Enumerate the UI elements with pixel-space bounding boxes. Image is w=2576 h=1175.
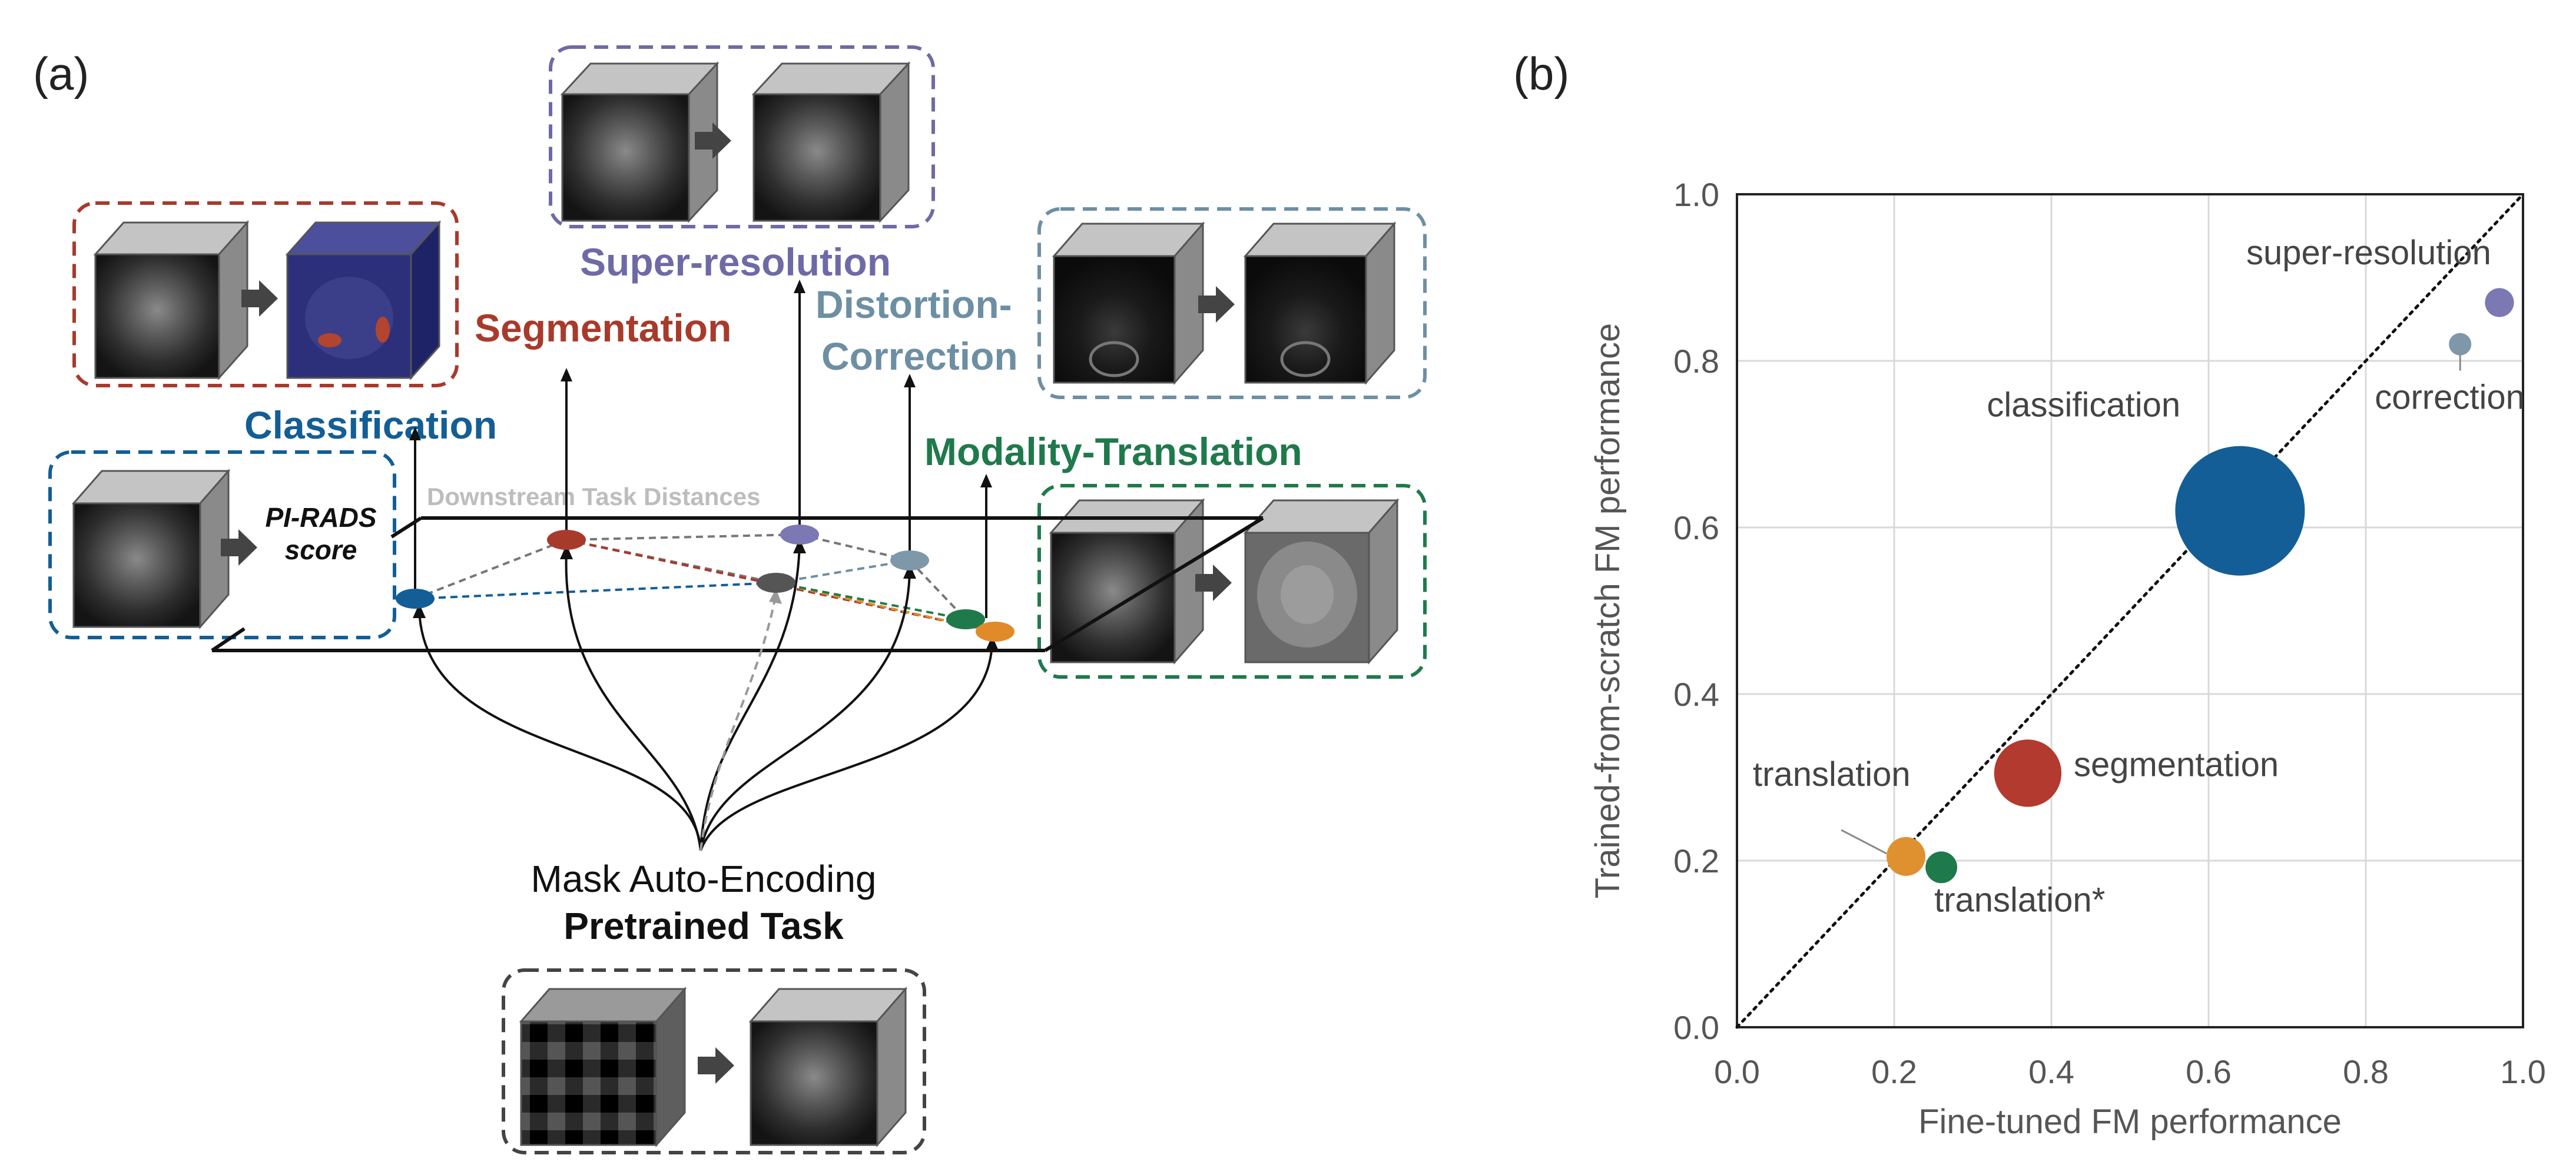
reconstructed-output-cube xyxy=(748,987,908,1147)
node-modality-translation xyxy=(946,609,985,629)
classification-box xyxy=(48,450,396,639)
pretrained-task-line1: Mask Auto-Encoding xyxy=(531,858,877,900)
bubble-correction xyxy=(2449,333,2472,356)
y-tick-label: 0.8 xyxy=(1673,343,1719,380)
pi-rads-label-line1: PI-RADS xyxy=(265,502,376,533)
panel-a-label: (a) xyxy=(33,48,89,99)
super-resolution-arrow-icon xyxy=(695,122,731,159)
y-tick-label: 1.0 xyxy=(1673,176,1719,213)
bubble-label-super-resolution: super-resolution xyxy=(2246,234,2491,272)
x-tick-label: 1.0 xyxy=(2500,1053,2546,1090)
x-tick-label: 0.8 xyxy=(2343,1053,2389,1090)
segmentation-input-cube xyxy=(93,220,250,380)
segmentation-arrow-icon xyxy=(241,280,278,317)
scatter-chart: 0.0 0.2 0.4 0.6 0.8 1.0 0.0 0.2 0.4 0.6 0.8 1.0Fine… xyxy=(1589,176,2546,1141)
modality-output-cube xyxy=(1243,498,1400,665)
classification-label: Classification xyxy=(244,403,497,447)
bubble-segmentation xyxy=(1994,739,2062,807)
bubble-super-resolution xyxy=(2485,288,2514,317)
plot-frame xyxy=(1736,193,2524,1028)
modality-arrow-icon xyxy=(1195,565,1232,601)
node-pretrained-center xyxy=(757,573,795,593)
super-resolution-output-cube xyxy=(751,61,911,223)
segmentation-output-cube xyxy=(285,220,442,380)
node-distortion-correction xyxy=(890,550,929,570)
y-tick-label: 0.4 xyxy=(1673,676,1719,713)
super-resolution-label: Super-resolution xyxy=(580,240,891,284)
super-resolution-input-cube xyxy=(560,61,720,223)
bubble-translation xyxy=(1887,837,1926,876)
segmentation-label: Segmentation xyxy=(475,306,731,350)
pretrained-curved-arrows xyxy=(418,544,993,851)
x-axis-title: Fine-tuned FM performance xyxy=(1918,1103,2342,1141)
diagonal-reference-line xyxy=(1735,192,2525,1029)
distortion-label-line1: Distortion- xyxy=(815,283,1012,326)
distortion-label-line2: Correction xyxy=(821,334,1018,378)
plane-label: Downstream Task Distances xyxy=(427,483,760,510)
pretrained-arrowheads xyxy=(413,539,999,650)
pi-rads-label-line2: score xyxy=(285,535,357,565)
modality-translation-label: Modality-Translation xyxy=(924,430,1302,473)
x-tick-label: 0.6 xyxy=(2186,1053,2232,1090)
pretrained-arrow-icon xyxy=(698,1047,734,1084)
distortion-output-cube xyxy=(1243,221,1397,385)
bubble-translation-star xyxy=(1925,851,1958,884)
y-tick-label: 0.6 xyxy=(1673,509,1719,546)
classification-input-cube xyxy=(71,469,231,629)
classification-arrow-icon xyxy=(221,529,257,566)
x-tick-label: 0.4 xyxy=(2028,1053,2074,1090)
y-axis-title: Trained-from-scratch FM performance xyxy=(1589,323,1627,899)
node-translation-orange xyxy=(976,622,1015,642)
node-segmentation xyxy=(547,530,586,550)
modality-input-cube xyxy=(1049,498,1205,665)
panel-b-label: (b) xyxy=(1513,48,1569,99)
modality-translation-box xyxy=(1037,484,1427,679)
task-distance-edges xyxy=(415,533,996,633)
super-resolution-box xyxy=(549,45,935,228)
distortion-arrow-icon xyxy=(1198,286,1235,323)
masked-input-cube xyxy=(519,987,687,1147)
pretrained-task-box xyxy=(502,968,926,1154)
x-tick-label: 0.2 xyxy=(1871,1053,1917,1090)
task-distance-plane xyxy=(211,516,1264,652)
segmentation-box xyxy=(72,201,459,387)
bubble-label-classification: classification xyxy=(1987,386,2180,424)
bubble-label-translation: translation xyxy=(1753,755,1911,794)
y-tick-label: 0.0 xyxy=(1673,1009,1719,1046)
x-tick-label: 0.0 xyxy=(1714,1053,1760,1090)
bubble-classification xyxy=(2175,446,2305,576)
distortion-correction-box xyxy=(1037,207,1427,399)
leader-line-translation xyxy=(1841,829,1887,855)
bubble-label-translation-star: translation* xyxy=(1934,881,2105,919)
distortion-input-cube xyxy=(1052,221,1205,385)
y-tick-label: 0.2 xyxy=(1673,842,1719,879)
node-super-resolution xyxy=(780,525,819,545)
pretrained-task-line2: Pretrained Task xyxy=(563,905,844,947)
task-upward-arrows xyxy=(409,280,992,618)
bubble-label-correction: correction xyxy=(2375,379,2525,417)
bubble-label-segmentation: segmentation xyxy=(2074,745,2279,784)
node-classification xyxy=(396,589,435,609)
